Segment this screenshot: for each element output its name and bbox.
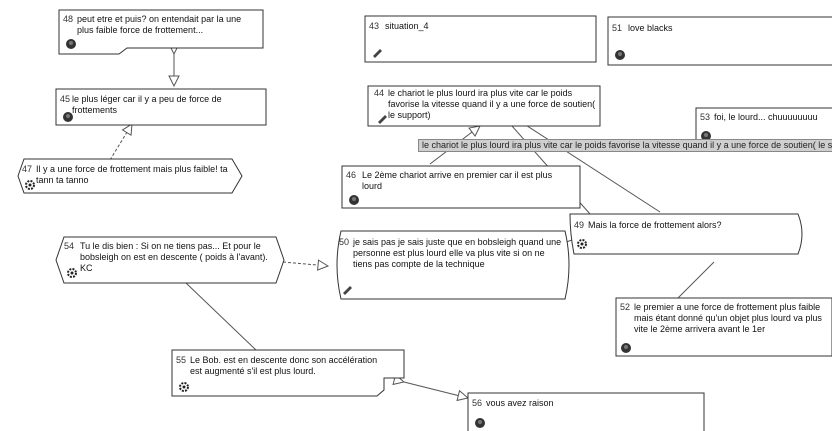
node-number: 48 xyxy=(63,14,74,24)
node-number: 52 xyxy=(620,302,631,312)
node-text: le premier a une force de frottement plu… xyxy=(634,302,822,334)
node-45-frame xyxy=(55,88,267,126)
node-text: Mais la force de frottement alors? xyxy=(588,220,722,230)
node-text: love blacks xyxy=(628,23,673,33)
node-44-frame xyxy=(367,85,601,127)
hover-tooltip: le chariot le plus lourd ira plus vite c… xyxy=(418,139,832,152)
link-55-56 xyxy=(404,382,468,398)
avatar-icon xyxy=(475,418,485,428)
pen-icon xyxy=(373,49,382,58)
link-54-55 xyxy=(185,282,257,351)
node-48-frame xyxy=(58,9,264,55)
node-number: 46 xyxy=(346,170,357,180)
gear-icon xyxy=(25,180,35,190)
node-43[interactable]: 43 situation_4 xyxy=(364,15,597,63)
gear-icon xyxy=(67,268,77,278)
pen-icon xyxy=(343,286,352,295)
node-43-frame xyxy=(364,15,597,63)
node-55-frame xyxy=(171,349,405,397)
node-45[interactable]: 45 le plus léger car il y a peu de force… xyxy=(55,88,267,126)
node-44[interactable]: 44 le chariot le plus lourd ira plus vit… xyxy=(367,85,601,127)
node-number: 51 xyxy=(612,23,623,33)
node-56-frame xyxy=(467,392,705,431)
node-text: Le Bob. est en descente donc son accélér… xyxy=(190,355,378,376)
gear-icon xyxy=(179,382,189,392)
node-56[interactable]: 56 vous avez raison xyxy=(467,392,705,431)
avatar-icon xyxy=(349,195,359,205)
node-55[interactable]: 55 Le Bob. est en descente donc son accé… xyxy=(171,349,405,397)
node-number: 53 xyxy=(700,112,711,122)
node-text: le chariot le plus lourd ira plus vite c… xyxy=(388,88,596,120)
node-number: 50 xyxy=(339,237,350,247)
node-number: 49 xyxy=(574,220,585,230)
node-text: je sais pas je sais juste que en bobslei… xyxy=(353,237,562,269)
node-text: Tu le dis bien : Si on ne tiens pas... E… xyxy=(80,241,268,273)
node-48[interactable]: 48 peut etre et puis? on entendait par l… xyxy=(58,9,264,55)
node-54-frame xyxy=(55,236,285,284)
link-49-52 xyxy=(677,261,715,299)
node-number: 44 xyxy=(374,88,385,98)
node-53[interactable]: 53 foi, le lourd... chuuuuuuuu xyxy=(695,107,832,143)
node-text: foi, le lourd... chuuuuuuuu xyxy=(714,112,818,122)
node-51[interactable]: 51 love blacks xyxy=(607,16,832,66)
link-47-45 xyxy=(109,124,132,161)
node-number: 55 xyxy=(176,355,187,365)
avatar-icon xyxy=(63,112,73,122)
node-text: situation_4 xyxy=(385,21,429,31)
gear-icon xyxy=(577,239,587,249)
node-text: le plus léger car il y a peu de force de… xyxy=(72,94,222,115)
node-text: vous avez raison xyxy=(486,398,554,408)
node-53-frame xyxy=(695,107,832,143)
node-50[interactable]: 50 je sais pas je sais juste que en bobs… xyxy=(333,230,573,300)
avatar-icon xyxy=(621,343,631,353)
node-number: 56 xyxy=(472,398,483,408)
pen-icon xyxy=(378,115,387,124)
node-47-frame xyxy=(17,158,243,194)
node-text: Le 2ème chariot arrive en premier car il… xyxy=(362,170,553,191)
node-number: 54 xyxy=(64,241,75,251)
node-46-frame xyxy=(341,165,581,209)
node-47[interactable]: 47 Il y a une force de frottement mais p… xyxy=(17,158,243,194)
node-52-frame xyxy=(615,297,832,357)
node-50-frame xyxy=(336,230,570,300)
avatar-icon xyxy=(66,39,76,49)
avatar-icon xyxy=(701,131,711,141)
node-54[interactable]: 54 Tu le dis bien : Si on ne tiens pas..… xyxy=(55,236,285,284)
node-number: 45 xyxy=(60,94,71,104)
node-46[interactable]: 46 Le 2ème chariot arrive en premier car… xyxy=(341,165,581,209)
node-49-frame xyxy=(569,213,803,255)
avatar-icon xyxy=(615,50,625,60)
node-text: peut etre et puis? on entendait par la u… xyxy=(77,14,242,35)
node-49[interactable]: 49 Mais la force de frottement alors? xyxy=(569,213,806,255)
node-number: 47 xyxy=(22,164,33,174)
node-52[interactable]: 52 le premier a une force de frottement … xyxy=(615,297,832,357)
node-text: Il y a une force de frottement mais plus… xyxy=(36,164,228,185)
node-number: 43 xyxy=(369,21,380,31)
node-51-frame xyxy=(607,16,832,66)
link-54-50 xyxy=(282,262,328,266)
